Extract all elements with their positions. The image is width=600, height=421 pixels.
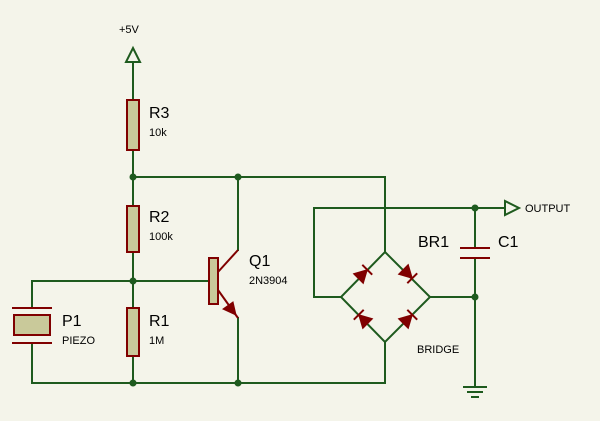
resistor-r2: [126, 205, 140, 253]
p1-value: PIEZO: [62, 335, 95, 347]
output-terminal-icon: [504, 199, 522, 217]
junction-dot: [234, 379, 242, 387]
q1-ref: Q1: [249, 253, 270, 270]
r3-ref: R3: [149, 105, 170, 122]
r2-ref: R2: [149, 209, 170, 226]
transistor-q1: [208, 249, 239, 319]
junction-dot: [471, 293, 479, 301]
junction-dot: [234, 173, 242, 181]
r2-value: 100k: [149, 231, 173, 243]
junction-dot: [471, 204, 479, 212]
r1-ref: R1: [149, 313, 170, 330]
bridge-outline: [339, 250, 432, 344]
r1-value: 1M: [149, 335, 164, 347]
junctions: [129, 173, 479, 387]
supply-label: +5V: [119, 24, 140, 36]
power-arrow-icon: [124, 45, 142, 63]
resistor-r3: [126, 99, 140, 151]
junction-dot: [129, 379, 137, 387]
ground-icon: [463, 383, 487, 398]
p1-ref: P1: [62, 313, 82, 330]
diode-icon: [397, 263, 418, 284]
wires: [31, 61, 506, 384]
capacitor-c1: [460, 247, 490, 259]
diode-icon: [353, 309, 374, 330]
bridge-rectifier-br1: [352, 263, 418, 330]
resistor-r1: [126, 307, 140, 357]
br1-ref: BR1: [418, 234, 449, 251]
br1-value: BRIDGE: [417, 344, 459, 356]
piezo-p1: [12, 307, 52, 344]
emitter-arrow-icon: [222, 301, 237, 316]
q1-value: 2N3904: [249, 275, 288, 287]
junction-dot: [129, 277, 137, 285]
output-label: OUTPUT: [525, 203, 571, 215]
diode-icon: [397, 309, 418, 330]
c1-ref: C1: [498, 234, 519, 251]
diode-icon: [352, 264, 373, 285]
junction-dot: [129, 173, 137, 181]
r3-value: 10k: [149, 127, 167, 139]
